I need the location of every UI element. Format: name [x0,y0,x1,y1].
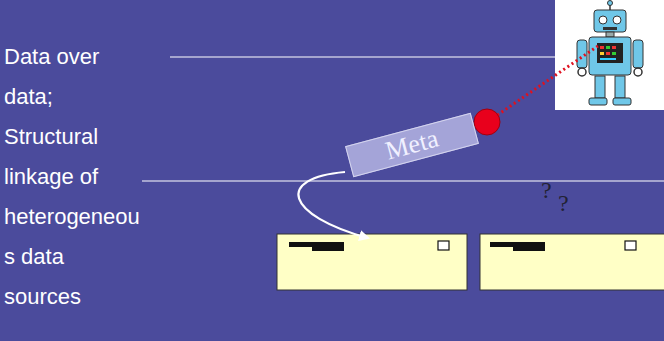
node-label: Meta [346,114,477,176]
robot-picture [555,0,664,110]
guide-line [142,180,664,181]
meta-tag: Meta [345,113,479,178]
side-heading: Data over data; Structural linkage of he… [4,37,144,317]
curved-arrow [298,172,368,238]
record-box [277,234,467,290]
red-dot [474,109,500,135]
pointer-line [496,46,598,116]
record-box [480,234,664,290]
guide-line [170,56,556,57]
question-mark: ? [558,189,578,217]
